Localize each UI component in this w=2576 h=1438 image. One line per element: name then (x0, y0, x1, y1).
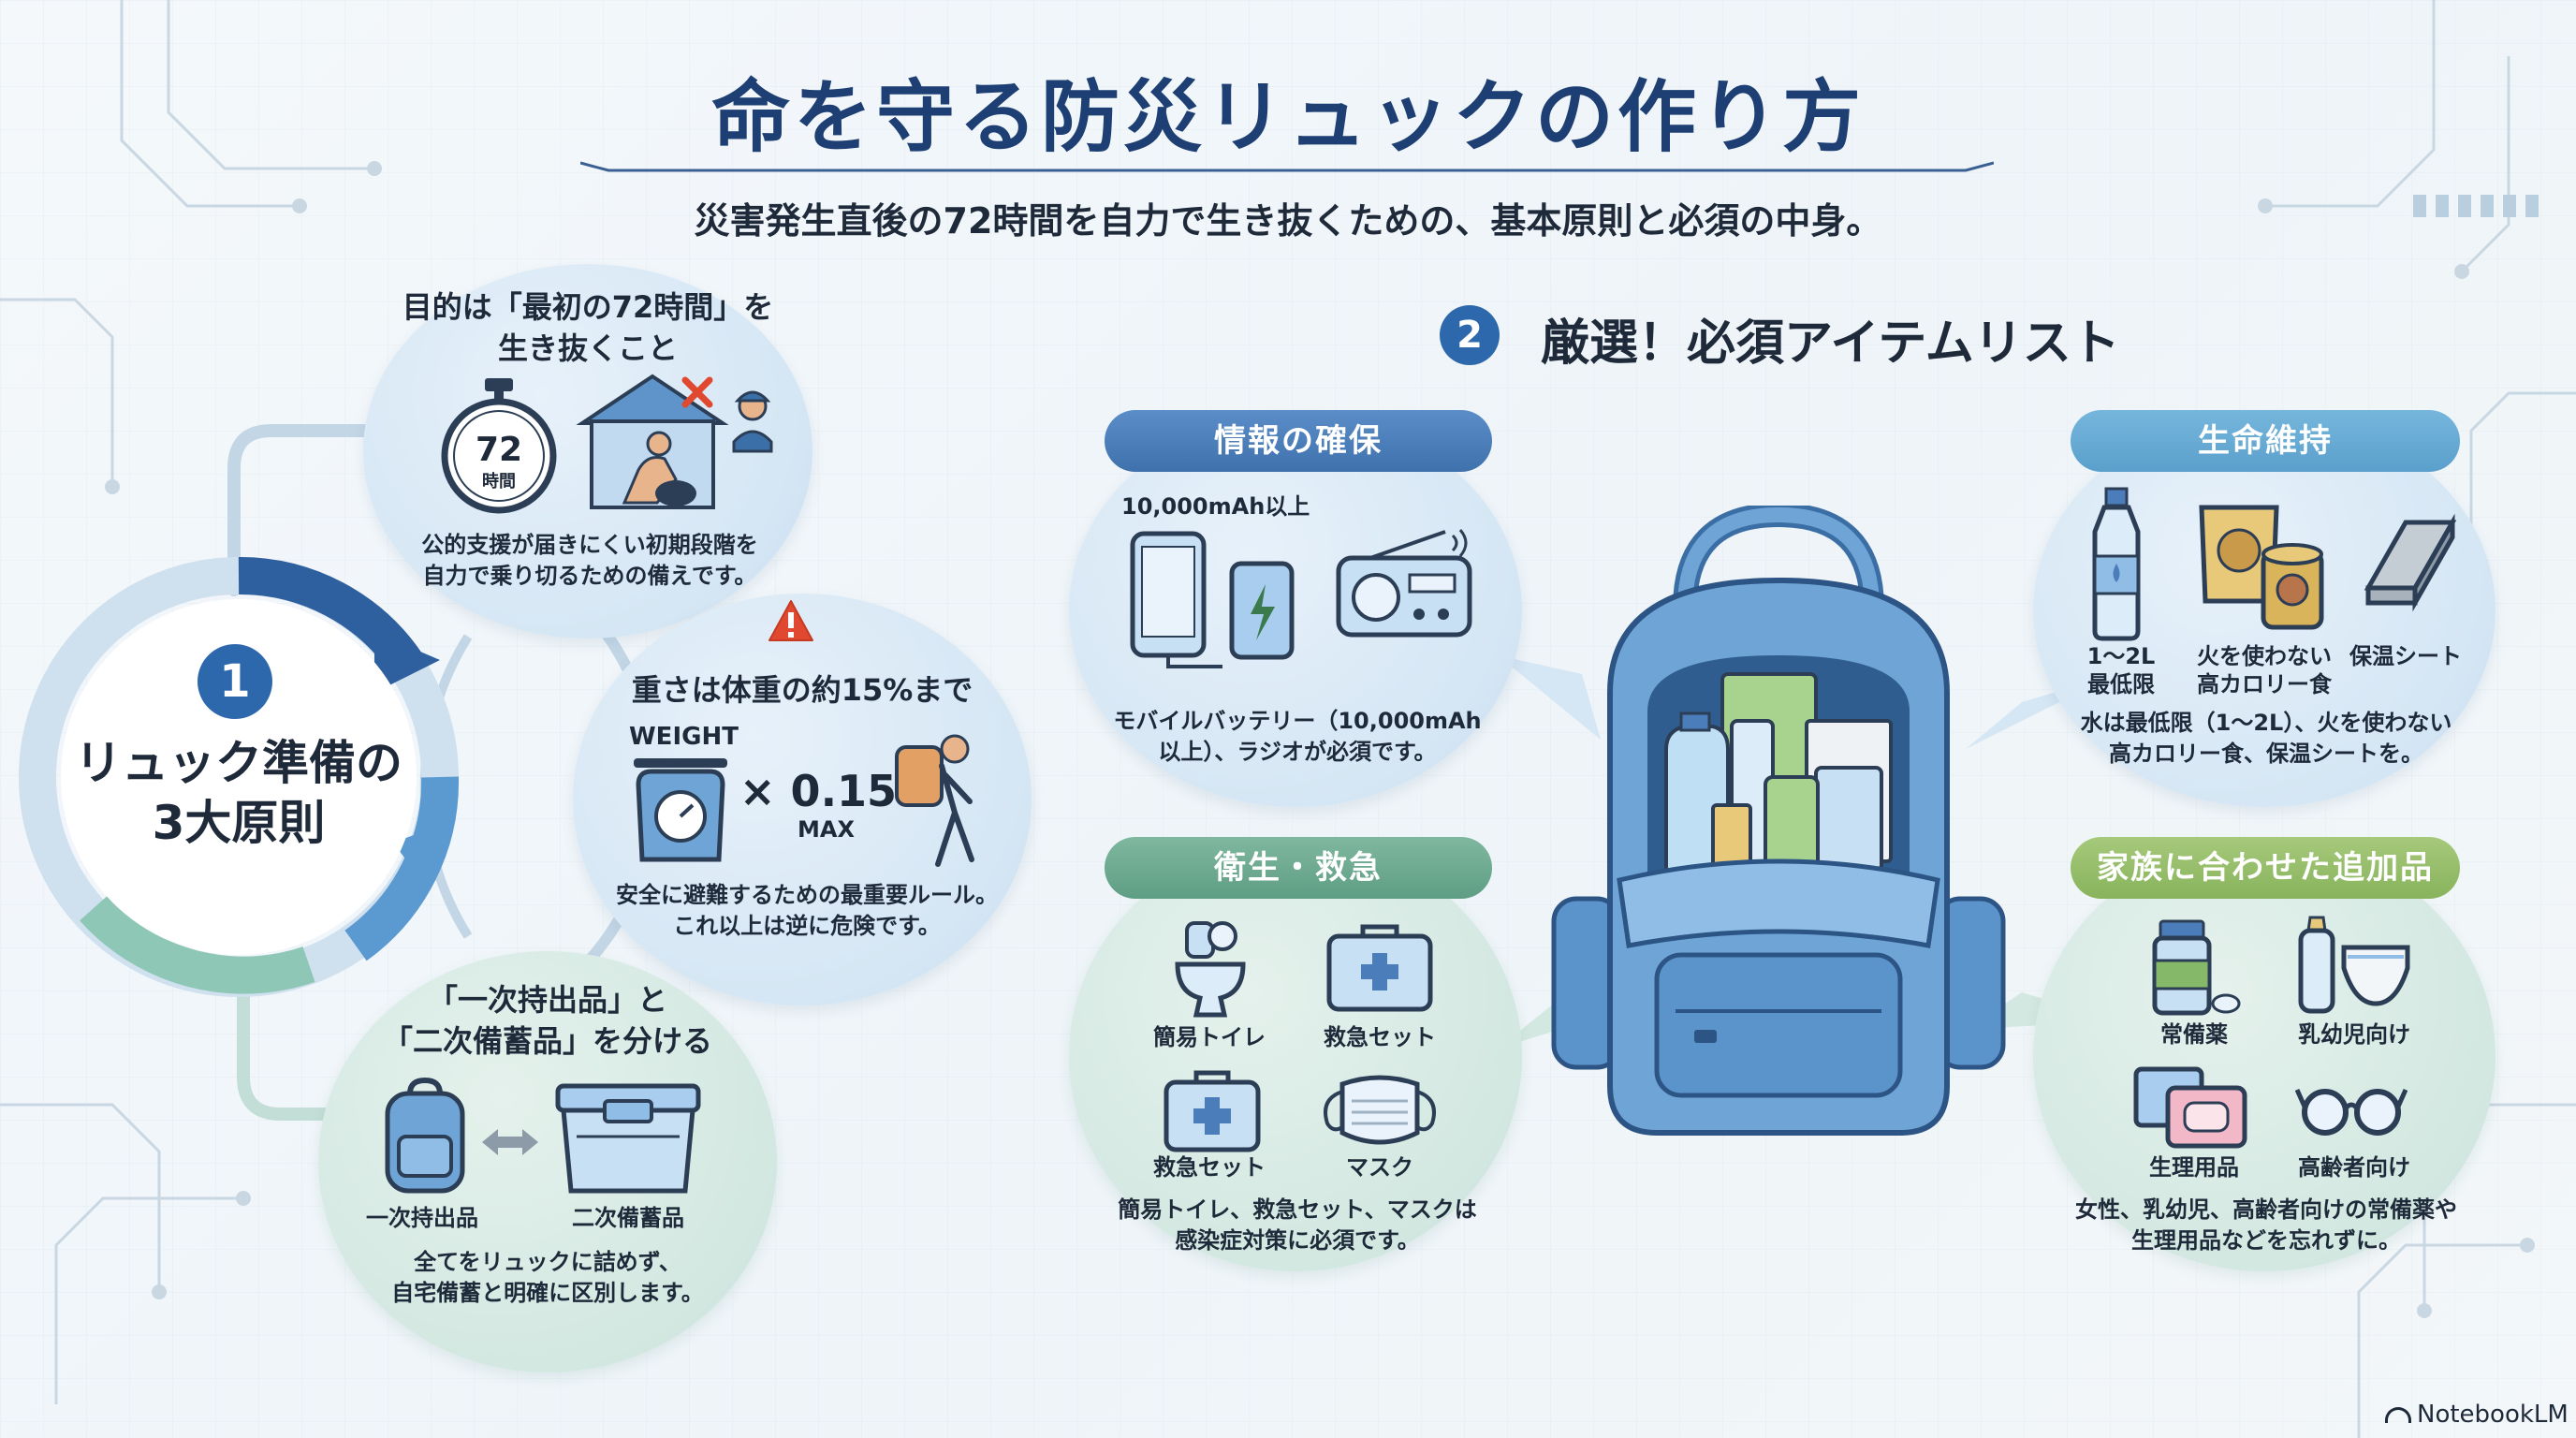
first-aid-kit-icon-2 (1164, 1070, 1261, 1152)
info-group-desc-line2: 以上）、ラジオが必須です。 (1158, 739, 1437, 765)
principle-weight-desc-line2: これ以上は逆に危険です。 (673, 913, 941, 939)
eyeglasses-icon (2295, 1088, 2408, 1136)
first-aid-kit-icon (1326, 924, 1433, 1012)
principle-72h-desc-line1: 公的支援が届きにくい初期段階を (421, 532, 758, 558)
food-no-fire-label: 火を使わない (2197, 643, 2332, 669)
house-shelter-icon (576, 374, 773, 509)
survival-group-desc-line2: 高カロリー食、保温シートを。 (2109, 741, 2423, 767)
family-group-bubble (2033, 841, 2496, 1271)
title-underline (580, 161, 1994, 172)
principles-title-line2: 3大原則 (152, 796, 326, 850)
principle-separate-title: 「一次持出品」と 「二次備蓄品」を分ける (318, 979, 777, 1062)
principle-72h-description: 公的支援が届きにくい初期段階を 自力で乗り切るための備えです。 (393, 530, 786, 592)
stopwatch-unit: 時間 (482, 472, 516, 492)
face-mask-label: マスク (1346, 1154, 1413, 1181)
principle-72h-desc-line2: 自力で乗り切るための備えです。 (422, 563, 757, 589)
thermal-sheet-label: 保温シート (2349, 643, 2462, 669)
hygiene-group-bubble (1069, 841, 1522, 1271)
storage-box-icon (555, 1083, 701, 1194)
hygiene-group-desc-line1: 簡易トイレ、救急セット、マスクは (1118, 1196, 1477, 1223)
hygiene-group-description: 簡易トイレ、救急セット、マスクは 感染症対策に必須です。 (1093, 1195, 1501, 1256)
principle-weight-desc-line1: 安全に避難するための最重要ルール。 (616, 882, 998, 908)
water-bottle-icon (2092, 487, 2141, 641)
survival-group-desc-line1: 水は最低限（1〜2L）、火を使わない (2080, 710, 2452, 736)
principle-72h-title-line2: 生き抜くこと (497, 330, 678, 366)
principle-72h-title-line1: 目的は「最初の72時間」を (402, 289, 774, 325)
items-section-title: 厳選！必須アイテムリスト (1541, 315, 2120, 372)
weight-max-label: MAX (798, 816, 855, 843)
smartphone-icon (1130, 531, 1222, 668)
power-bank-icon (1229, 561, 1295, 660)
principle-separate-desc-line1: 全てをリュックに詰めず、 (414, 1249, 681, 1275)
portable-toilet-icon (1175, 921, 1246, 1018)
face-mask-icon (1324, 1075, 1436, 1145)
weight-label: WEIGHT (629, 723, 739, 751)
family-group-desc-line2: 生理用品などを忘れずに。 (2131, 1227, 2401, 1254)
info-group-desc-line1: モバイルバッテリー（10,000mAh (1113, 708, 1482, 734)
hygiene-group-pill: 衛生・救急 (1105, 837, 1492, 899)
stopwatch-value: 72 (476, 431, 522, 469)
principle-separate-desc-line2: 自宅備蓄と明確に区別します。 (391, 1280, 704, 1306)
principle-weight-description: 安全に避難するための最重要ルール。 これ以上は逆に危険です。 (592, 880, 1022, 942)
baby-bottle-diaper-icon (2298, 916, 2410, 1014)
principle-72h-title: 目的は「最初の72時間」を 生き抜くこと (363, 286, 812, 369)
weight-multiplier: × 0.15 (739, 766, 898, 816)
infant-items-label: 乳幼児向け (2298, 1021, 2410, 1048)
footer-brand-label: NotebookLM (2417, 1401, 2569, 1429)
survival-group-description: 水は最低限（1〜2L）、火を使わない 高カロリー食、保温シートを。 (2056, 708, 2477, 770)
stopwatch-icon: 72 時間 (441, 378, 557, 514)
page-title: 命を守る防災リュックの作り方 (710, 71, 1865, 163)
principle-weight-title: 重さは体重の約15%まで (631, 672, 973, 708)
first-aid-kit-label: 救急セット (1324, 1024, 1436, 1050)
water-amount-label: 1〜2L (2086, 643, 2156, 669)
water-minimum-label: 最低限 (2087, 671, 2155, 697)
survival-group-pill: 生命維持 (2071, 410, 2460, 472)
medicine-label: 常備薬 (2160, 1021, 2228, 1048)
radio-icon (1336, 529, 1472, 638)
principles-title-line1: リュック準備の (75, 736, 402, 790)
family-group-desc-line1: 女性、乳幼児、高齢者向けの常備薬や (2075, 1196, 2457, 1223)
thermal-blanket-icon (2364, 513, 2457, 612)
hiker-with-backpack-icon (895, 734, 974, 867)
portable-toilet-label: 簡易トイレ (1153, 1024, 1266, 1050)
principle-separate-title-line2: 「二次備蓄品」を分ける (382, 1023, 712, 1059)
hygiene-group-desc-line2: 感染症対策に必須です。 (1175, 1227, 1420, 1254)
food-high-calorie-label: 高カロリー食 (2197, 671, 2332, 697)
principles-ring (19, 556, 460, 997)
notebooklm-logo-icon (2385, 1407, 2411, 1423)
principle-separate-title-line1: 「一次持出品」と (427, 982, 667, 1018)
sanitary-products-icon (2133, 1066, 2247, 1149)
battery-capacity-label: 10,000mAh以上 (1121, 493, 1310, 520)
principles-number-badge: 1 (198, 644, 272, 719)
scale-icon (634, 758, 727, 862)
footer-brand: NotebookLM (2385, 1401, 2569, 1429)
high-calorie-food-icon (2199, 505, 2324, 630)
primary-items-label: 一次持出品 (366, 1205, 478, 1231)
info-group-pill: 情報の確保 (1105, 410, 1492, 472)
principles-title: リュック準備の 3大原則 (51, 733, 426, 853)
backpack-illustration (1551, 506, 2006, 1136)
family-group-pill: 家族に合わせた追加品 (2071, 837, 2460, 899)
info-group-description: モバイルバッテリー（10,000mAh 以上）、ラジオが必須です。 (1093, 706, 1501, 768)
first-aid-kit-label-2: 救急セット (1153, 1154, 1266, 1181)
double-arrow-icon (482, 1129, 538, 1155)
warning-icon (768, 600, 813, 641)
principle-separate-description: 全てをリュックに詰めず、 自宅備蓄と明確に区別します。 (356, 1247, 739, 1309)
secondary-items-label: 二次備蓄品 (572, 1205, 684, 1231)
primary-backpack-icon (385, 1077, 465, 1194)
elderly-items-label: 高齢者向け (2298, 1154, 2410, 1181)
medicine-bottle-icon (2152, 919, 2241, 1016)
page-subtitle: 災害発生直後の72時間を自力で生き抜くための、基本原則と必須の中身。 (694, 200, 1882, 242)
sanitary-items-label: 生理用品 (2149, 1154, 2239, 1181)
family-group-description: 女性、乳幼児、高齢者向けの常備薬や 生理用品などを忘れずに。 (2056, 1195, 2477, 1256)
items-number-badge: 2 (1440, 305, 1500, 365)
